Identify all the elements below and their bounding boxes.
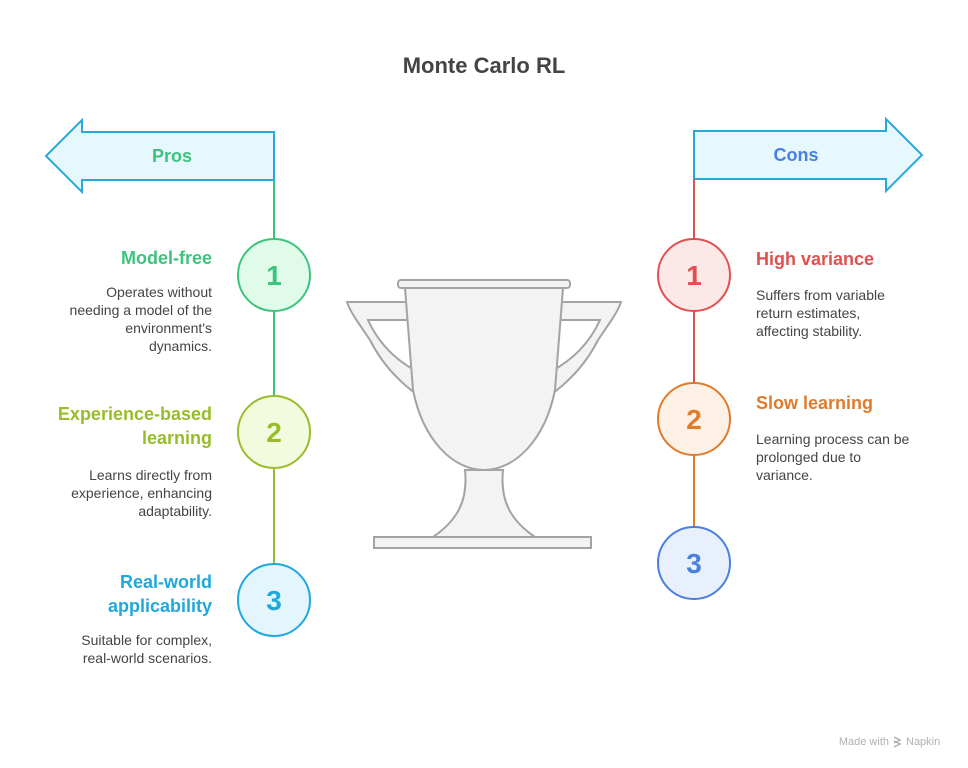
item-title: Experience-based: [58, 404, 212, 424]
pros-arrow: Pros: [44, 117, 275, 195]
item-description: Learning process can be: [756, 431, 910, 447]
trophy-icon: [345, 279, 623, 549]
step-circle: [237, 238, 311, 312]
item-description: affecting stability.: [756, 323, 862, 339]
step-number: 2: [686, 404, 702, 435]
item-description: dynamics.: [149, 338, 212, 354]
item-description: real-world scenarios.: [83, 650, 212, 666]
item-title: applicability: [108, 596, 212, 616]
footer-watermark: Made with Napkin: [839, 736, 940, 748]
step-number: 2: [266, 417, 282, 448]
item-description: adaptability.: [138, 503, 212, 519]
item-description: needing a model of the: [70, 302, 213, 318]
item-title: learning: [142, 428, 212, 448]
cons-item: 3: [657, 526, 731, 600]
item-title: Real-world: [120, 572, 212, 592]
step-number: 3: [266, 585, 282, 616]
item-description: prolonged due to: [756, 449, 861, 465]
item-description: Suffers from variable: [756, 287, 885, 303]
step-circle: [657, 382, 731, 456]
item-description: variance.: [756, 467, 813, 483]
step-circle: [237, 563, 311, 637]
cons-label: Cons: [774, 145, 819, 165]
item-title: High variance: [756, 249, 874, 269]
made-with-text: Made with: [839, 736, 889, 748]
step-circle: [657, 526, 731, 600]
item-description: Operates without: [106, 284, 212, 300]
item-description: Learns directly from: [89, 467, 212, 483]
step-number: 3: [686, 548, 702, 579]
item-title: Model-free: [121, 248, 212, 268]
pros-label: Pros: [152, 146, 192, 166]
item-title: Slow learning: [756, 393, 873, 413]
cons-arrow: Cons: [693, 116, 924, 194]
step-number: 1: [266, 260, 282, 291]
item-description: return estimates,: [756, 305, 860, 321]
item-description: environment's: [125, 320, 212, 336]
napkin-brand-text: Napkin: [906, 736, 940, 748]
napkin-logo-icon: [893, 736, 902, 748]
item-description: experience, enhancing: [71, 485, 212, 501]
step-circle: [237, 395, 311, 469]
step-circle: [657, 238, 731, 312]
step-number: 1: [686, 260, 702, 291]
diagram-title: Monte Carlo RL: [403, 53, 566, 78]
item-description: Suitable for complex,: [81, 632, 212, 648]
